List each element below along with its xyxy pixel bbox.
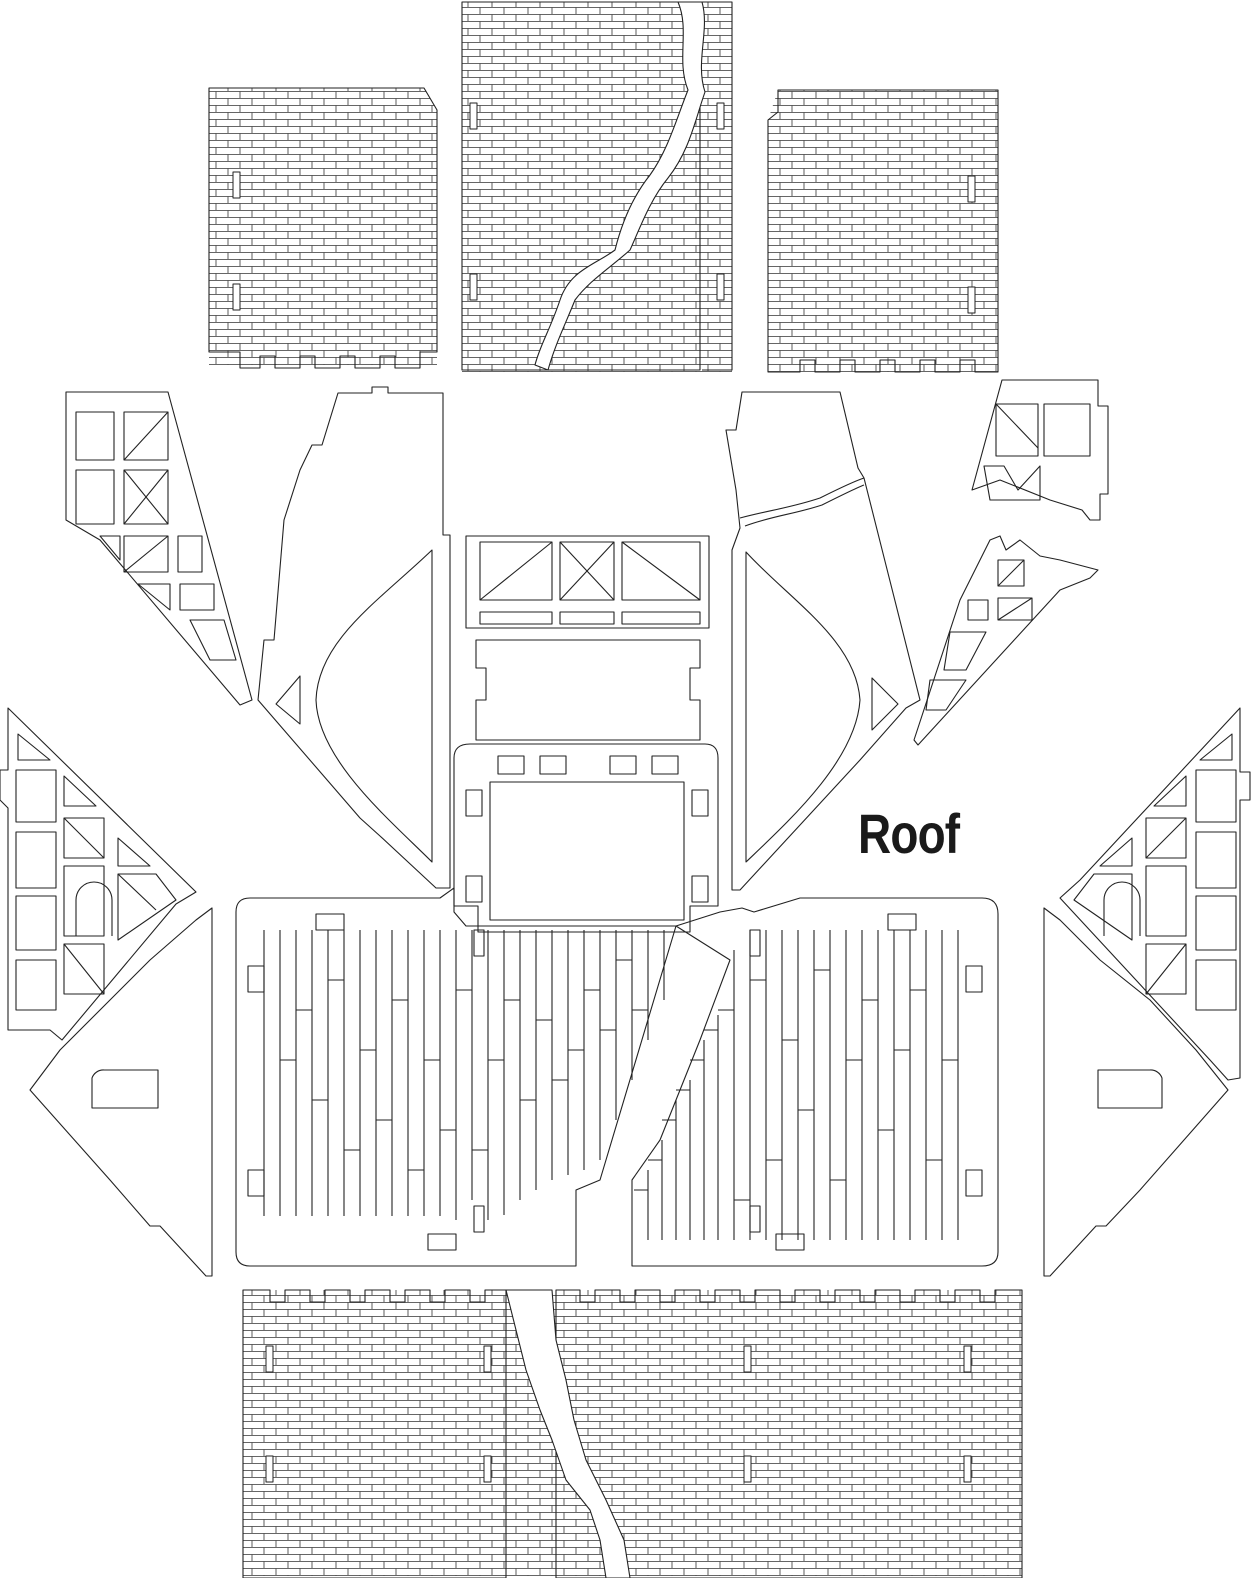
center-plain-panel bbox=[475, 639, 701, 741]
gable-truss-right bbox=[1059, 707, 1251, 1081]
roof-plank-panel-right bbox=[631, 897, 999, 1267]
central-floor-panel bbox=[453, 743, 719, 933]
sheet-title: Roof bbox=[858, 802, 960, 865]
gable-truss-left bbox=[0, 707, 197, 1041]
shingle-panel-bottom bbox=[242, 1289, 1023, 1578]
gable-wing-upper-left bbox=[257, 386, 451, 889]
gable-end-left bbox=[29, 907, 213, 1277]
shingle-panel-top-right bbox=[767, 89, 999, 373]
shingle-panel-top-left bbox=[208, 87, 438, 369]
plank-lines-left bbox=[263, 929, 665, 1233]
gable-end-right bbox=[1043, 907, 1229, 1277]
truss-fragment-upper-right bbox=[971, 379, 1109, 521]
roof-plank-panel-left bbox=[235, 887, 677, 1267]
truss-fragment-mid-right bbox=[913, 535, 1099, 746]
plank-lines-right bbox=[634, 929, 959, 1240]
center-truss-panel bbox=[465, 535, 710, 629]
gable-wing-upper-right bbox=[725, 391, 921, 891]
gable-truss-upper-left bbox=[65, 391, 253, 706]
shingle-panel-top-middle bbox=[461, 1, 733, 372]
